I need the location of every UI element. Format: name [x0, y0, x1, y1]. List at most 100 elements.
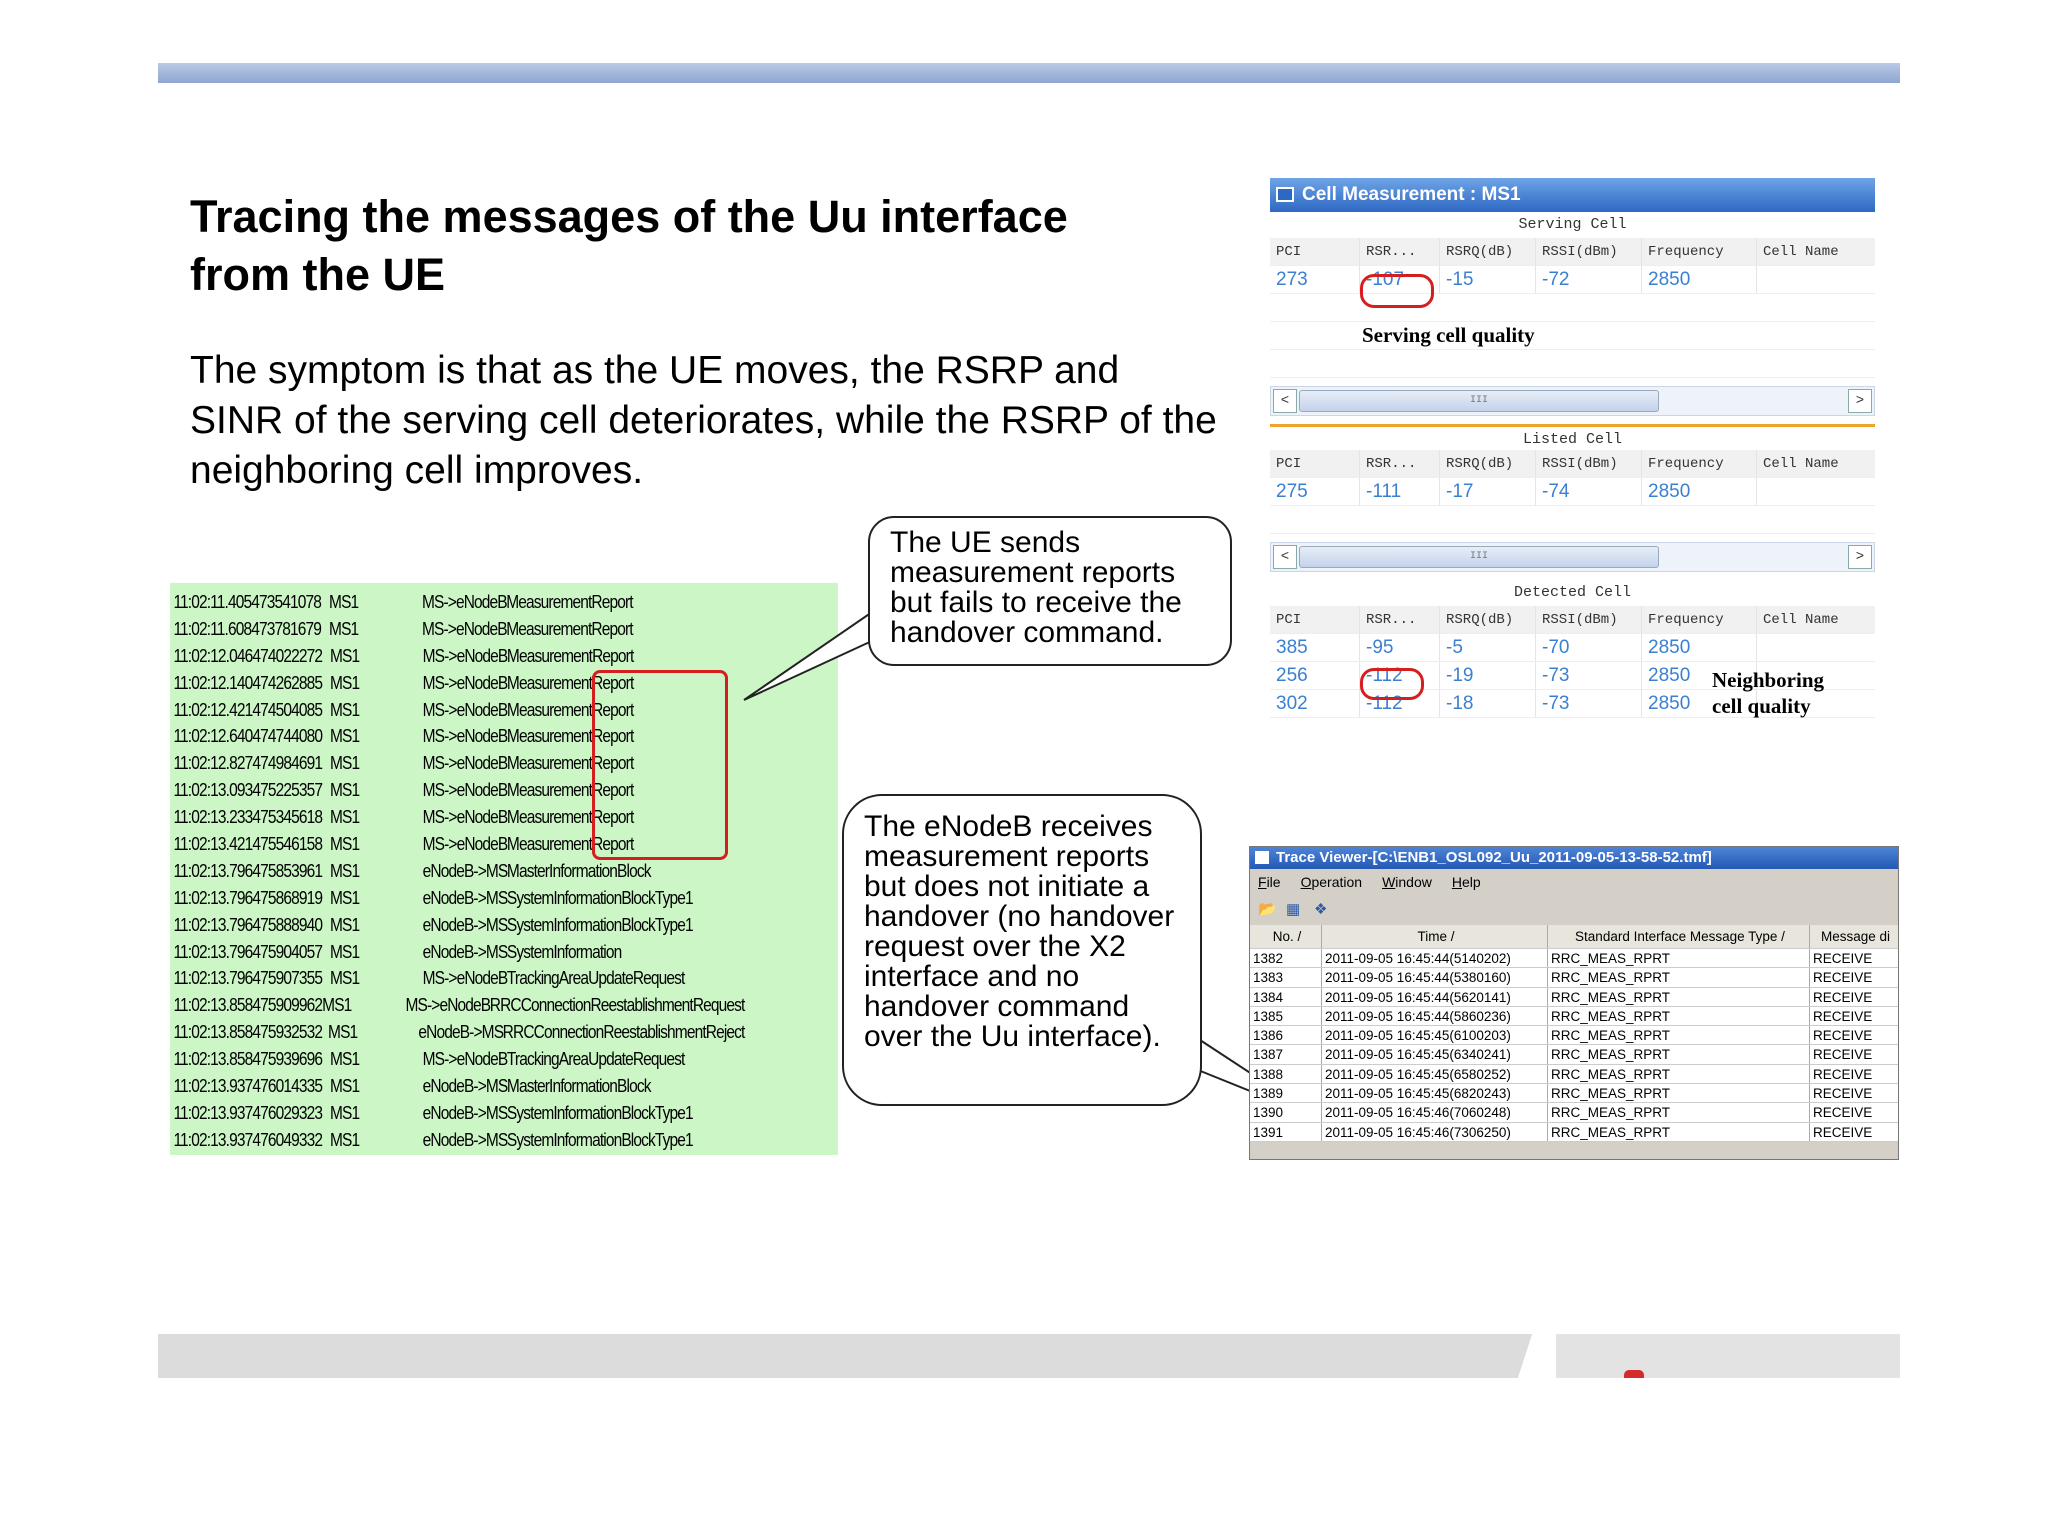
- table-cell: RECEIVE: [1813, 1028, 1873, 1044]
- log-cell: 475932532: [252, 1022, 323, 1043]
- table-cell: 1385: [1250, 1006, 1322, 1026]
- measurement-report-highlight: [592, 670, 728, 860]
- log-cell: RRCConnectionReestablishmentRequest: [489, 995, 746, 1016]
- log-cell: eNodeB->MS: [422, 887, 509, 908]
- column-header[interactable]: No. /: [1250, 925, 1322, 948]
- column-header: RSRQ(dB): [1440, 238, 1536, 265]
- scroll-left-icon[interactable]: <: [1273, 389, 1297, 413]
- log-cell: 11:02:12.640: [173, 726, 253, 747]
- table-cell: RECEIVE: [1813, 1086, 1873, 1102]
- trace-table: No. /Time /Standard Interface Message Ty…: [1250, 925, 1898, 1142]
- table-cell: RRC_MEAS_RPRT: [1548, 949, 1810, 968]
- scroll-right-icon[interactable]: >: [1848, 545, 1872, 569]
- table-cell: 2011-09-05 16:45:45(6340241): [1322, 1045, 1548, 1064]
- column-header: PCI: [1270, 450, 1360, 477]
- table-cell: 1391: [1250, 1122, 1322, 1141]
- table-cell: RECEIVE: [1813, 970, 1873, 986]
- column-header[interactable]: Standard Interface Message Type /: [1548, 925, 1810, 948]
- trace-table-header: No. /Time /Standard Interface Message Ty…: [1250, 925, 1898, 949]
- log-cell: MeasurementReport: [506, 592, 633, 612]
- log-cell: 474504085: [252, 699, 323, 720]
- log-cell: 476014335: [252, 1076, 323, 1097]
- log-cell: RRCConnectionReestablishmentReject: [502, 1022, 746, 1043]
- log-cell: MS1: [329, 645, 360, 666]
- table-cell: RRC_MEAS_RPRT: [1548, 1045, 1810, 1064]
- filter-icon[interactable]: ❖: [1314, 901, 1328, 918]
- column-header: RSSI(dBm): [1536, 450, 1642, 477]
- log-cell: MS->eNodeB: [422, 807, 509, 828]
- cell-value: 2850: [1642, 662, 1757, 689]
- log-cell: MS->eNodeB: [422, 968, 509, 989]
- log-cell: 475225357: [252, 780, 323, 801]
- log-cell: MasterInformationBlock: [506, 1076, 652, 1097]
- footer-logo-area: [1556, 1334, 1900, 1378]
- log-cell: MeasurementReport: [506, 780, 634, 801]
- column-header[interactable]: Message di: [1820, 929, 1891, 944]
- log-cell: TrackingAreaUpdateRequest: [506, 968, 685, 989]
- table-cell: RECEIVE: [1813, 1047, 1873, 1063]
- scroll-right-icon[interactable]: >: [1848, 389, 1872, 413]
- open-icon[interactable]: 📂: [1258, 901, 1277, 918]
- log-cell: MeasurementReport: [506, 618, 633, 639]
- cell-value: -18: [1440, 690, 1536, 717]
- column-header: RSRQ(dB): [1440, 606, 1536, 633]
- log-cell: 11:02:13.233: [173, 807, 253, 828]
- menu-item-help[interactable]: Help: [1451, 874, 1481, 890]
- scroll-thumb[interactable]: III: [1299, 546, 1659, 568]
- scroll-left-icon[interactable]: <: [1273, 545, 1297, 569]
- cell-value: -73: [1536, 690, 1642, 717]
- menu-item-operation[interactable]: Operation: [1300, 874, 1363, 890]
- log-cell: 11:02:12.046: [173, 645, 253, 666]
- log-cell: MasterInformationBlock: [506, 860, 652, 881]
- slide-title: Tracing the messages of the Uu interface…: [190, 191, 1068, 300]
- log-cell: 476029323: [252, 1102, 323, 1123]
- cell-value: 385: [1270, 634, 1360, 661]
- log-cell: MS1: [329, 887, 360, 908]
- log-cell: 11:02:13.858: [173, 1049, 253, 1070]
- log-cell: eNodeB->MS: [422, 1076, 509, 1097]
- log-cell: MS1: [329, 914, 360, 935]
- table-cell: RECEIVE: [1813, 1124, 1873, 1140]
- menu-item-file[interactable]: File: [1258, 874, 1281, 890]
- table-cell: 1390: [1250, 1103, 1322, 1122]
- log-cell: eNodeB->MS: [422, 1102, 509, 1123]
- log-cell: 474262885: [252, 672, 323, 693]
- log-cell: MS->eNodeB: [422, 672, 509, 693]
- table-cell: 2011-09-05 16:45:46(7306250): [1322, 1122, 1548, 1141]
- log-cell: 11:02:13.858: [173, 995, 253, 1016]
- column-header[interactable]: Time /: [1322, 925, 1548, 948]
- save-icon[interactable]: ▦: [1286, 901, 1301, 918]
- listed-scrollbar[interactable]: <III >: [1270, 542, 1875, 572]
- scroll-thumb[interactable]: III: [1299, 390, 1659, 412]
- log-cell: MeasurementReport: [506, 699, 634, 720]
- log-cell: TrackingAreaUpdateRequest: [506, 1049, 685, 1070]
- cell-value: -73: [1536, 662, 1642, 689]
- menu-item-window[interactable]: Window: [1382, 874, 1432, 890]
- serving-scrollbar[interactable]: <III >: [1270, 386, 1875, 416]
- log-cell: MS1: [329, 1076, 360, 1097]
- table-cell: RECEIVE: [1813, 1105, 1873, 1121]
- column-header: RSR...: [1360, 238, 1440, 265]
- column-header: Cell Name: [1763, 456, 1839, 472]
